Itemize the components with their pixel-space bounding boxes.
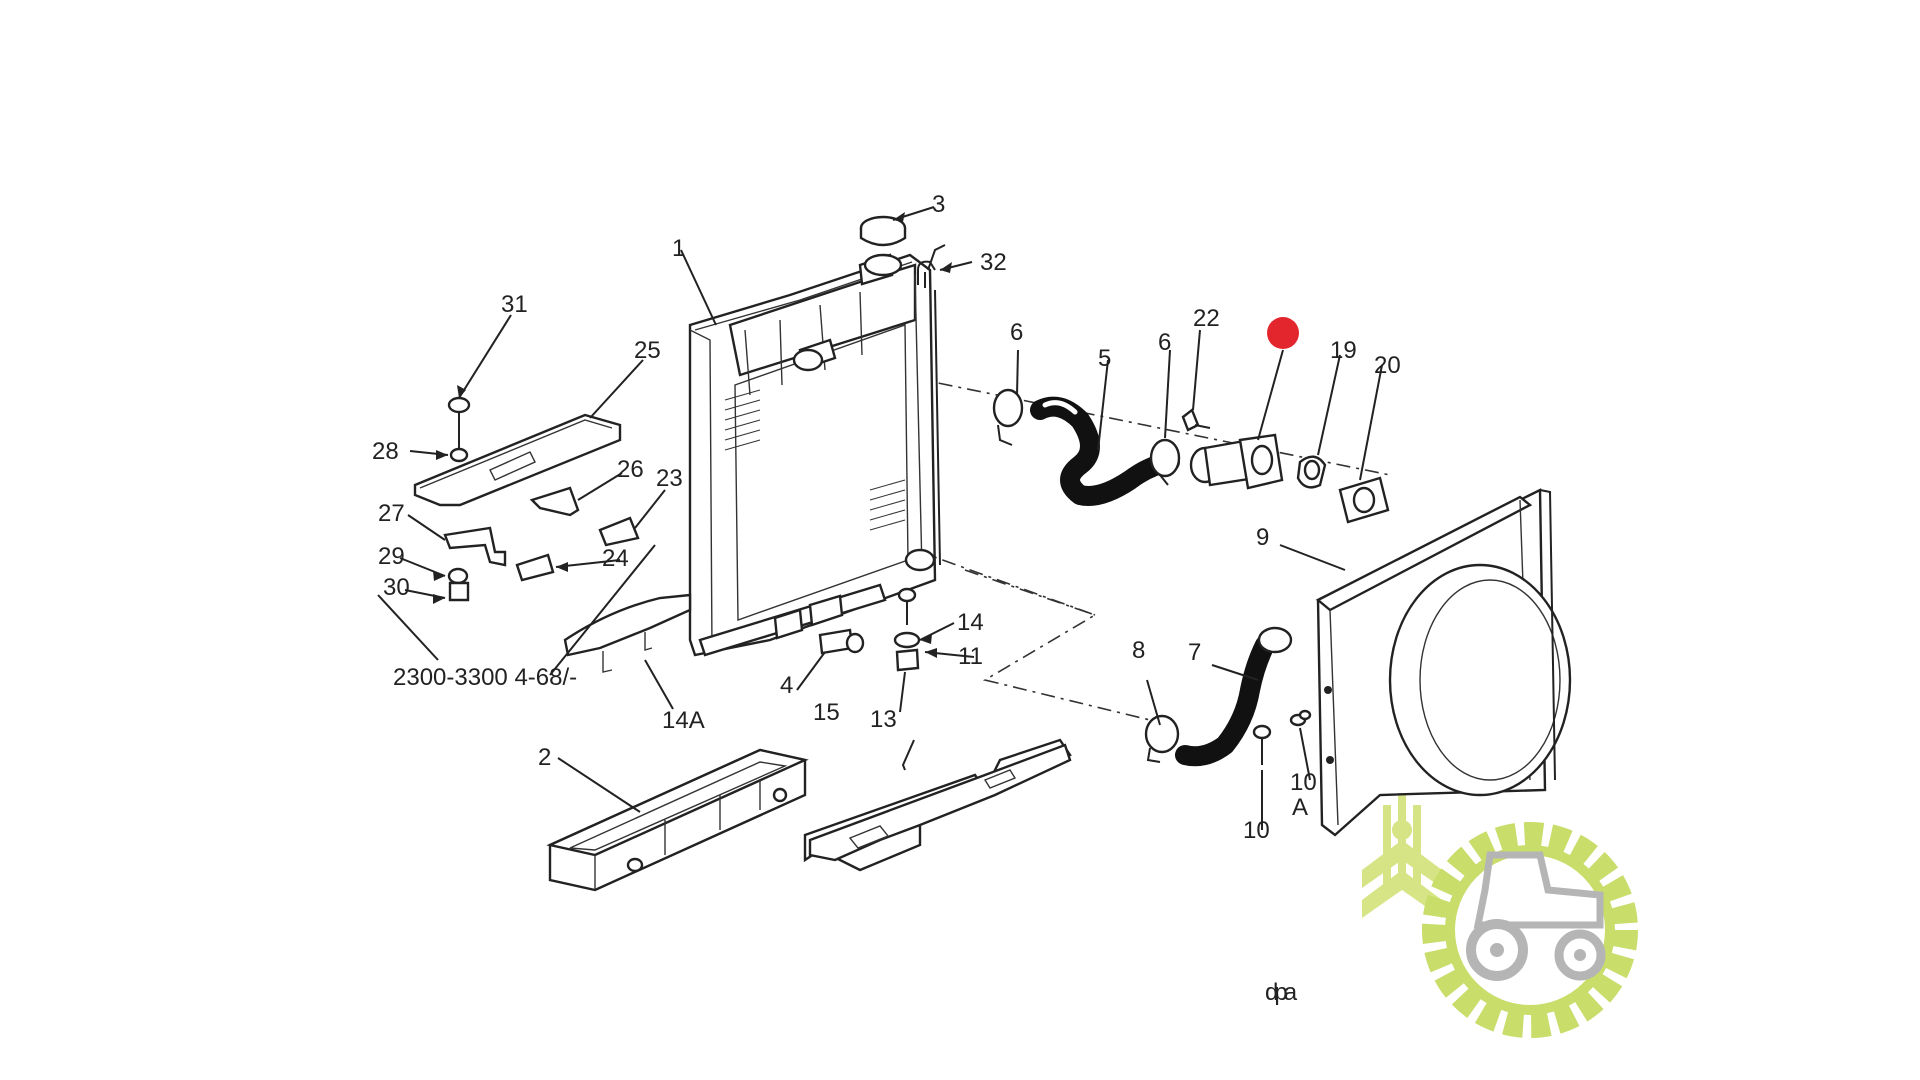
overflow-pipe-part <box>917 260 936 288</box>
label-15: 15 <box>813 699 840 726</box>
label-5: 5 <box>1098 345 1111 372</box>
label-23: 23 <box>656 465 683 492</box>
lower-clamp-part <box>1144 714 1180 763</box>
label-4: 4 <box>780 672 793 699</box>
label-13: 13 <box>870 706 897 733</box>
radiator-cap-part <box>859 215 907 277</box>
label-20: 20 <box>1374 352 1401 379</box>
dpa-logo: dpa <box>1265 795 1638 1038</box>
drain-cock-part <box>818 587 921 672</box>
label-6b: 6 <box>1158 329 1171 356</box>
bolt-part <box>1252 709 1312 765</box>
gear-ring-icon <box>1422 822 1638 1038</box>
label-19: 19 <box>1330 337 1357 364</box>
label-10A: A <box>1292 794 1308 821</box>
fan-shroud-part <box>1315 488 1572 837</box>
logo-text: dpa <box>1265 979 1298 1006</box>
baffle-plate-part <box>803 738 1072 872</box>
hose-clamp-part <box>992 388 1181 486</box>
label-32: 32 <box>980 249 1007 276</box>
radiator-part <box>688 244 946 657</box>
label-30: 30 <box>383 574 410 601</box>
lower-shield-part <box>563 593 692 673</box>
highlight-marker <box>1267 317 1299 349</box>
label-1: 1 <box>672 235 685 262</box>
wheat-icon <box>1362 795 1442 918</box>
label-27: 27 <box>378 500 405 527</box>
label-22: 22 <box>1193 305 1220 332</box>
label-31: 31 <box>501 291 528 318</box>
label-26: 26 <box>617 456 644 483</box>
label-10b: 10 <box>1243 817 1270 844</box>
callout-labels: 1 2 3 4 5 6 6 7 8 9 10 10 A 11 13 14 14A… <box>372 191 1401 844</box>
label-3: 3 <box>932 191 945 218</box>
label-25: 25 <box>634 337 661 364</box>
upper-hose-part <box>1030 396 1180 506</box>
label-29: 29 <box>378 543 405 570</box>
label-14A: 14A <box>662 707 705 734</box>
label-28: 28 <box>372 438 399 465</box>
label-2: 2 <box>538 744 551 771</box>
bottom-tray-part <box>546 748 809 892</box>
leader-arrowheads <box>433 212 952 658</box>
label-24: 24 <box>602 545 629 572</box>
tractor-icon <box>1466 851 1606 981</box>
thermostat-housing-part <box>1181 408 1390 524</box>
model-range-label: 2300-3300 4-68/- <box>393 664 577 691</box>
label-10a: 10 <box>1290 769 1317 796</box>
label-6a: 6 <box>1010 319 1023 346</box>
label-7: 7 <box>1188 639 1201 666</box>
label-9: 9 <box>1256 524 1269 551</box>
label-14: 14 <box>957 609 984 636</box>
label-8: 8 <box>1132 637 1145 664</box>
lower-hose-part <box>1175 626 1293 767</box>
label-11: 11 <box>958 643 983 670</box>
